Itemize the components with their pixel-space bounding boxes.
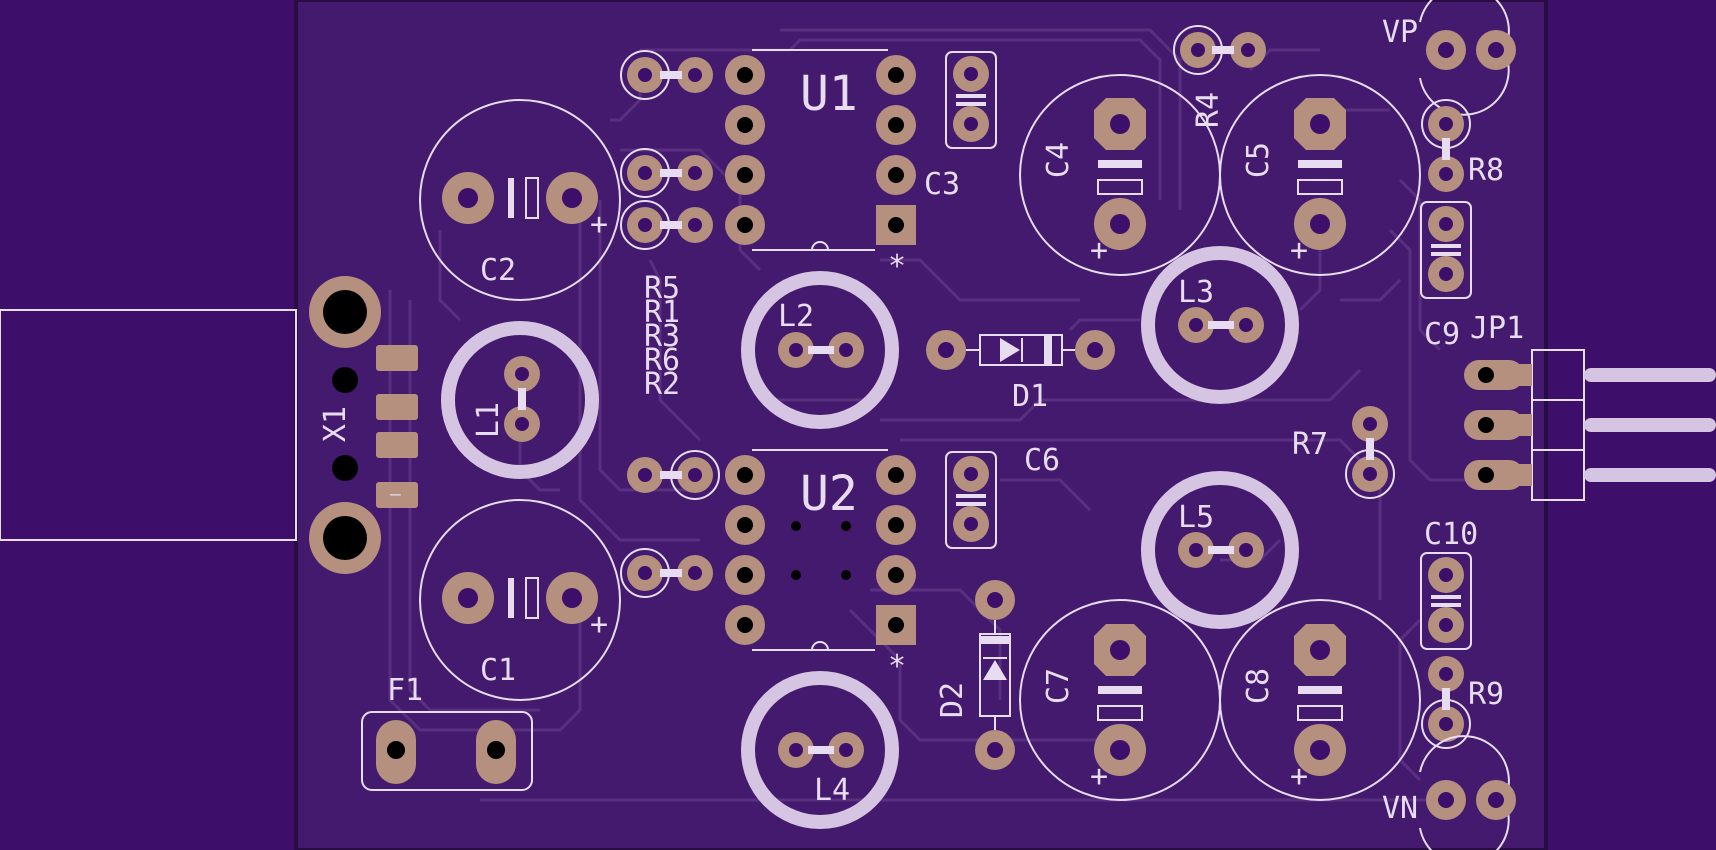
diode-d2: D2	[935, 580, 1015, 770]
label-r6: R6	[644, 343, 680, 378]
label-c7: C7	[1041, 668, 1076, 704]
label-c6: C6	[1024, 443, 1060, 478]
resistor-r9: R9	[1421, 656, 1504, 749]
resistor-r7: R7	[1292, 406, 1395, 499]
label-f1: F1	[387, 673, 423, 708]
label-x1: X1	[318, 406, 353, 442]
test-point-vn: VN	[1382, 735, 1516, 850]
label-jp1: JP1	[1470, 311, 1524, 346]
label-d1: D1	[1012, 379, 1048, 414]
c4-plus-mark: +	[1090, 233, 1108, 268]
label-r7: R7	[1292, 427, 1328, 462]
label-vn: VN	[1382, 791, 1418, 826]
capacitor-c3: C3	[924, 51, 997, 202]
capacitor-c6: C6	[945, 443, 1060, 549]
label-c4: C4	[1041, 142, 1076, 178]
capacitor-c10: C10	[1420, 517, 1478, 650]
inductor-l4: L4	[741, 671, 899, 829]
label-r5: R5	[644, 271, 680, 306]
fuse-f1: F1	[361, 673, 533, 791]
x1-minus-mark: —	[390, 484, 401, 505]
inductor-l2: L2	[741, 271, 899, 429]
u1-pin1-mark: *	[888, 249, 906, 284]
label-r2: R2	[644, 367, 680, 402]
capacitor-c5: + C5	[1219, 74, 1421, 276]
label-r9: R9	[1468, 677, 1504, 712]
label-l4: L4	[814, 773, 850, 808]
c8-plus-mark: +	[1290, 759, 1308, 794]
label-l3: L3	[1178, 275, 1214, 310]
header-jp1: JP1	[1464, 311, 1716, 501]
label-r1: R1	[644, 295, 680, 330]
label-c3: C3	[924, 167, 960, 202]
c2-plus-mark: +	[590, 207, 608, 242]
inductor-l5: L5	[1141, 471, 1299, 629]
label-c8: C8	[1241, 668, 1276, 704]
c1-plus-mark: +	[590, 607, 608, 642]
label-c5: C5	[1241, 142, 1276, 178]
capacitor-c9: C9	[1420, 201, 1472, 352]
label-r4: R4	[1191, 92, 1226, 128]
test-point-vp: VP	[1382, 0, 1516, 116]
ic-u2: U2 *	[725, 449, 916, 684]
capacitor-c7: + C7	[1019, 599, 1221, 801]
c5-plus-mark: +	[1290, 233, 1308, 268]
label-l1: L1	[471, 402, 506, 438]
label-vp: VP	[1382, 15, 1418, 50]
resistor-pads-left	[620, 50, 720, 598]
label-r8: R8	[1468, 153, 1504, 188]
inductor-l1: L1	[441, 321, 599, 479]
capacitor-c8: + C8	[1219, 599, 1421, 801]
label-u1: U1	[800, 66, 858, 122]
label-l2: L2	[778, 299, 814, 334]
label-l5: L5	[1178, 500, 1214, 535]
inductor-l3: L3	[1141, 246, 1299, 404]
diode-d1: D1	[926, 330, 1115, 414]
connector-x1: — X1	[309, 276, 418, 574]
capacitor-c2: + C2	[419, 99, 621, 301]
resistor-label-stack: R5 R1 R3 R6 R2	[644, 271, 680, 402]
label-r3: R3	[644, 319, 680, 354]
capacitor-c1: + C1	[419, 499, 621, 701]
label-u2: U2	[800, 466, 858, 522]
label-c1: C1	[480, 653, 516, 688]
c7-plus-mark: +	[1090, 759, 1108, 794]
connector-body-outline	[0, 309, 297, 541]
u2-pin1-mark: *	[888, 649, 906, 684]
resistor-r4: R4	[1173, 25, 1266, 128]
label-d2: D2	[935, 682, 970, 718]
resistor-r8: R8	[1421, 99, 1504, 192]
label-c2: C2	[480, 253, 516, 288]
ic-u1: U1 *	[725, 49, 916, 284]
label-c9: C9	[1424, 317, 1460, 352]
label-c10: C10	[1424, 517, 1478, 552]
